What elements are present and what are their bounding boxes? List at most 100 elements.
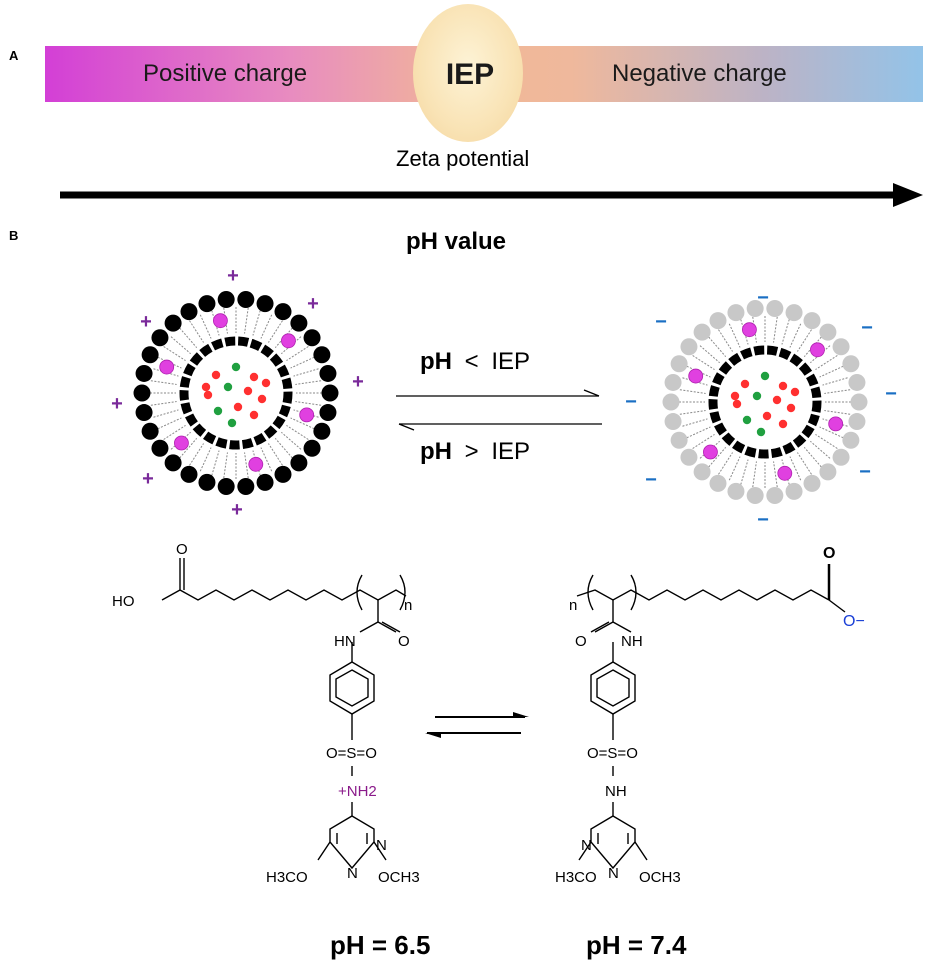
embedded-drug — [703, 444, 718, 460]
lipid-tail — [293, 409, 319, 418]
outer-lipid-head — [766, 486, 784, 504]
outer-lipid-head — [785, 482, 803, 500]
embedded-drug — [159, 359, 175, 375]
lipid-tail — [781, 319, 790, 345]
lipid-tail — [179, 327, 198, 348]
core-drug-particle — [261, 378, 271, 388]
lipid-tail — [718, 329, 733, 352]
outer-lipid-head — [680, 448, 698, 466]
core-drug-particle — [772, 395, 782, 405]
iep-label: IEP — [445, 58, 495, 91]
outer-lipid-head — [321, 384, 339, 402]
lipid-tail — [170, 431, 191, 450]
left-ring-n1: N — [376, 837, 387, 854]
outer-lipid-head — [766, 300, 784, 318]
reverse-condition: pH > IEP — [420, 438, 530, 466]
outer-lipid-head — [290, 314, 308, 332]
right-ring-n1: N — [581, 837, 592, 854]
outer-lipid-head — [151, 329, 169, 347]
outer-lipid-head — [303, 439, 321, 457]
outer-lipid-head — [141, 422, 159, 440]
outer-lipid-head — [746, 486, 764, 504]
outer-lipid-head — [803, 474, 821, 492]
charge-sign: + — [352, 371, 364, 393]
lipid-tail — [260, 314, 273, 339]
outer-lipid-head — [313, 346, 331, 364]
lipid-tail — [274, 438, 293, 459]
lipid-tail — [740, 459, 749, 485]
outer-lipid-head — [180, 303, 198, 321]
core-drug-particle — [756, 427, 766, 437]
outer-lipid-head — [709, 474, 727, 492]
right-methoxy-left: H3CO — [555, 869, 597, 886]
charge-sign: + — [140, 311, 152, 333]
lipid-tail — [150, 380, 177, 385]
core-drug-particle — [778, 381, 788, 391]
inner-lipid-ring — [179, 336, 293, 450]
lipid-tail — [179, 438, 198, 459]
panel-b-letter: B — [9, 228, 19, 243]
lipid-tail — [822, 377, 848, 386]
lipid-tail — [824, 410, 851, 415]
outer-lipid-head — [198, 473, 216, 491]
embedded-drug — [174, 435, 189, 451]
lipid-tail — [286, 425, 309, 440]
charge-sign: + — [231, 499, 243, 521]
lipid-tail — [268, 320, 283, 343]
charge-sign: + — [227, 265, 239, 287]
lipid-tail — [252, 310, 261, 336]
outer-lipid-head — [256, 295, 274, 313]
lipid-tail — [293, 368, 319, 377]
ph-7-4-label: pH = 7.4 — [586, 930, 687, 960]
core-drug-particle — [790, 387, 800, 397]
core-drug-particle — [213, 406, 223, 416]
reverse-iep: IEP — [491, 438, 531, 465]
lipid-tail — [189, 320, 204, 343]
lipid-tail — [223, 307, 228, 334]
left-amide-o: O — [398, 633, 410, 650]
embedded-drug — [248, 456, 264, 472]
outer-lipid-head — [693, 463, 711, 481]
lipid-tail — [819, 365, 844, 378]
outer-lipid-head — [274, 465, 292, 483]
ph-value-label: pH value — [406, 228, 507, 255]
lipid-tail — [815, 355, 838, 370]
core-drug-particle — [786, 403, 796, 413]
embedded-drug — [777, 465, 793, 481]
lipid-tail — [740, 319, 749, 345]
lipid-tail — [789, 323, 802, 348]
outer-lipid-head — [164, 314, 182, 332]
positive-micelle: + + + + + + + — [111, 265, 364, 521]
outer-lipid-head — [256, 473, 274, 491]
lipid-tail — [773, 461, 778, 488]
outer-lipid-head — [303, 329, 321, 347]
lipid-tail — [686, 426, 711, 439]
charge-sign: − — [655, 311, 667, 333]
lipid-tail — [699, 440, 720, 459]
lipid-tail — [682, 377, 708, 386]
charge-sign: − — [757, 294, 769, 309]
outer-lipid-head — [141, 346, 159, 364]
charge-sign: − — [885, 383, 897, 405]
lipid-tail — [281, 431, 302, 450]
outer-lipid-head — [832, 338, 850, 356]
core-drug-particle — [203, 390, 213, 400]
outer-lipid-head — [237, 477, 255, 495]
core-drug-particle — [243, 386, 253, 396]
embedded-drug — [299, 407, 315, 423]
lipid-tail — [682, 418, 708, 427]
core-drug-particle — [778, 419, 788, 429]
charge-sign: + — [111, 393, 123, 415]
lipid-tail — [692, 355, 715, 370]
charge-sign: − — [861, 317, 873, 339]
forward-iep: IEP — [491, 348, 531, 375]
lipid-tail — [157, 417, 182, 430]
charge-sign: + — [142, 468, 154, 490]
forward-condition: pH < IEP — [420, 348, 530, 376]
core-drug-particle — [762, 411, 772, 421]
core-drug-particle — [730, 391, 740, 401]
outer-lipid-head — [850, 393, 868, 411]
lipid-tail — [153, 368, 179, 377]
charge-sign: + — [307, 293, 319, 315]
embedded-drug — [810, 342, 825, 358]
